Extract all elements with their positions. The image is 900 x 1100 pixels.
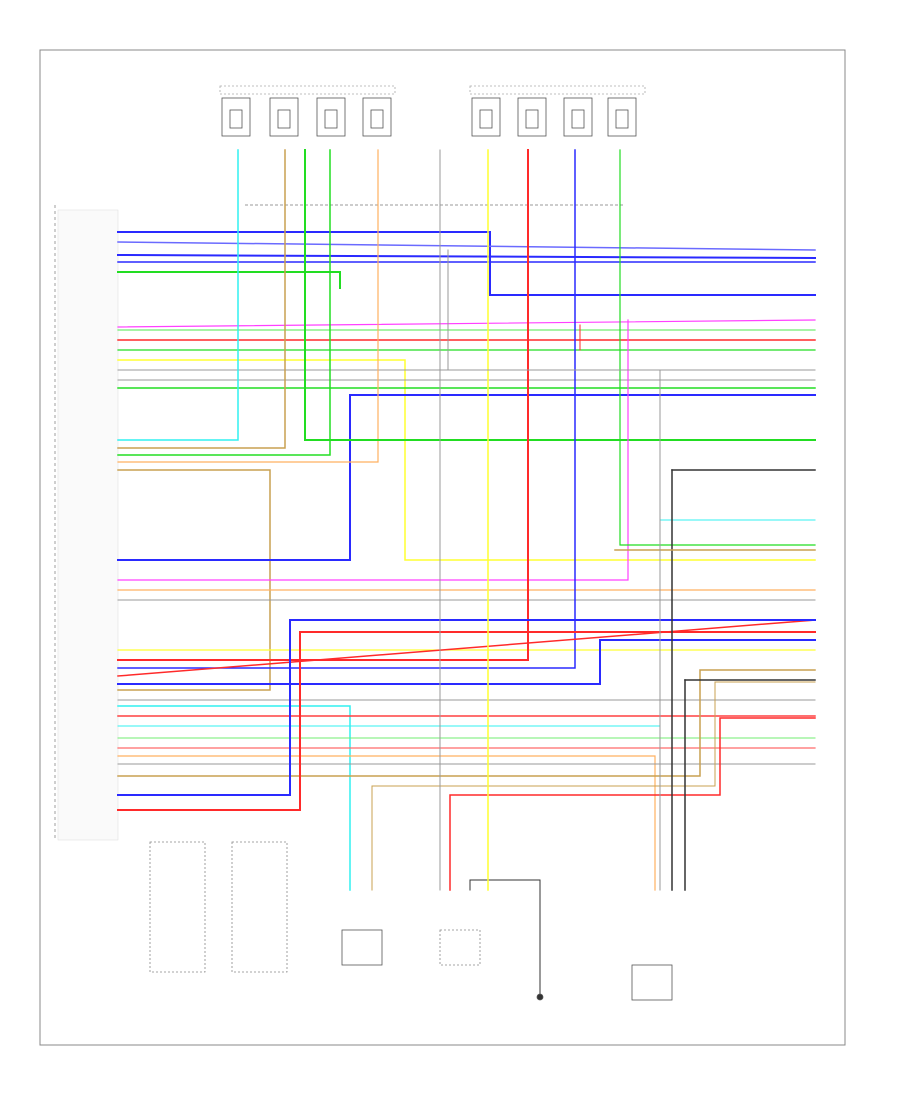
control-module-pin-strip [54, 205, 119, 841]
bottom-components [149, 841, 673, 1001]
top-left-connectors [219, 85, 396, 137]
top-right-connectors [469, 85, 646, 137]
diagram-border [39, 49, 846, 1046]
wire-harness [116, 149, 817, 996]
